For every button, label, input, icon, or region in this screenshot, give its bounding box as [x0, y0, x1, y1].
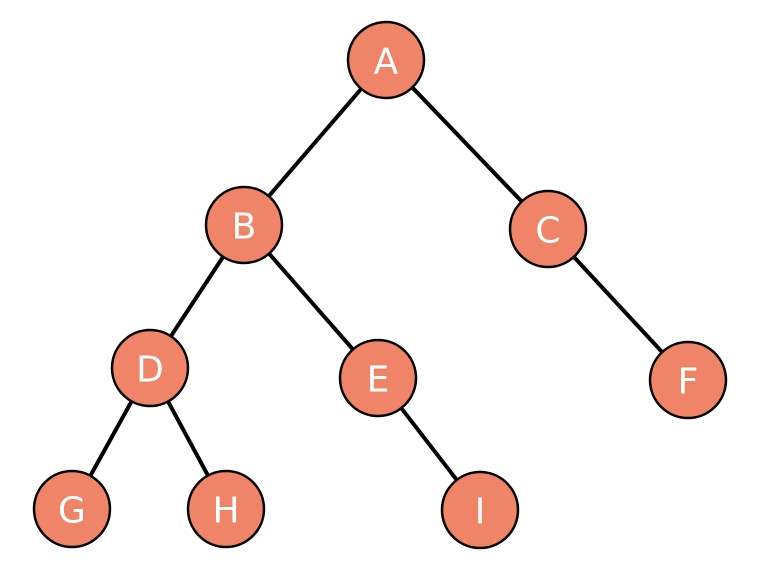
node-circle: [204, 185, 284, 265]
node-circle: [186, 469, 266, 549]
node-circle: [440, 470, 520, 550]
node-g: G: [32, 469, 112, 549]
node-circle: [32, 469, 112, 549]
node-e: E: [338, 338, 418, 418]
node-label: I: [475, 492, 486, 533]
edge-e-i: [399, 406, 459, 482]
node-circle: [648, 340, 728, 420]
edges-layer: [88, 86, 664, 482]
node-circle: [338, 338, 418, 418]
node-circle: [508, 189, 588, 269]
edge-b-e: [267, 252, 355, 351]
edge-d-g: [88, 400, 134, 477]
edge-a-c: [410, 86, 524, 203]
edge-c-f: [572, 255, 664, 354]
edge-d-h: [166, 400, 210, 477]
node-label: B: [232, 207, 257, 248]
node-a: A: [346, 20, 426, 100]
node-circle: [110, 328, 190, 408]
node-label: A: [374, 42, 399, 83]
node-f: F: [648, 340, 728, 420]
node-label: F: [678, 362, 699, 403]
node-d: D: [110, 328, 190, 408]
node-h: H: [186, 469, 266, 549]
node-c: C: [508, 189, 588, 269]
node-b: B: [204, 185, 284, 265]
node-label: D: [136, 350, 164, 391]
node-label: H: [212, 491, 239, 532]
node-label: E: [367, 360, 390, 401]
node-label: G: [58, 491, 86, 532]
edge-a-b: [267, 87, 363, 198]
edge-b-d: [169, 255, 225, 338]
nodes-layer: A B C D E F G H I: [32, 20, 728, 550]
node-i: I: [440, 470, 520, 550]
node-label: C: [535, 211, 560, 252]
node-circle: [346, 20, 426, 100]
